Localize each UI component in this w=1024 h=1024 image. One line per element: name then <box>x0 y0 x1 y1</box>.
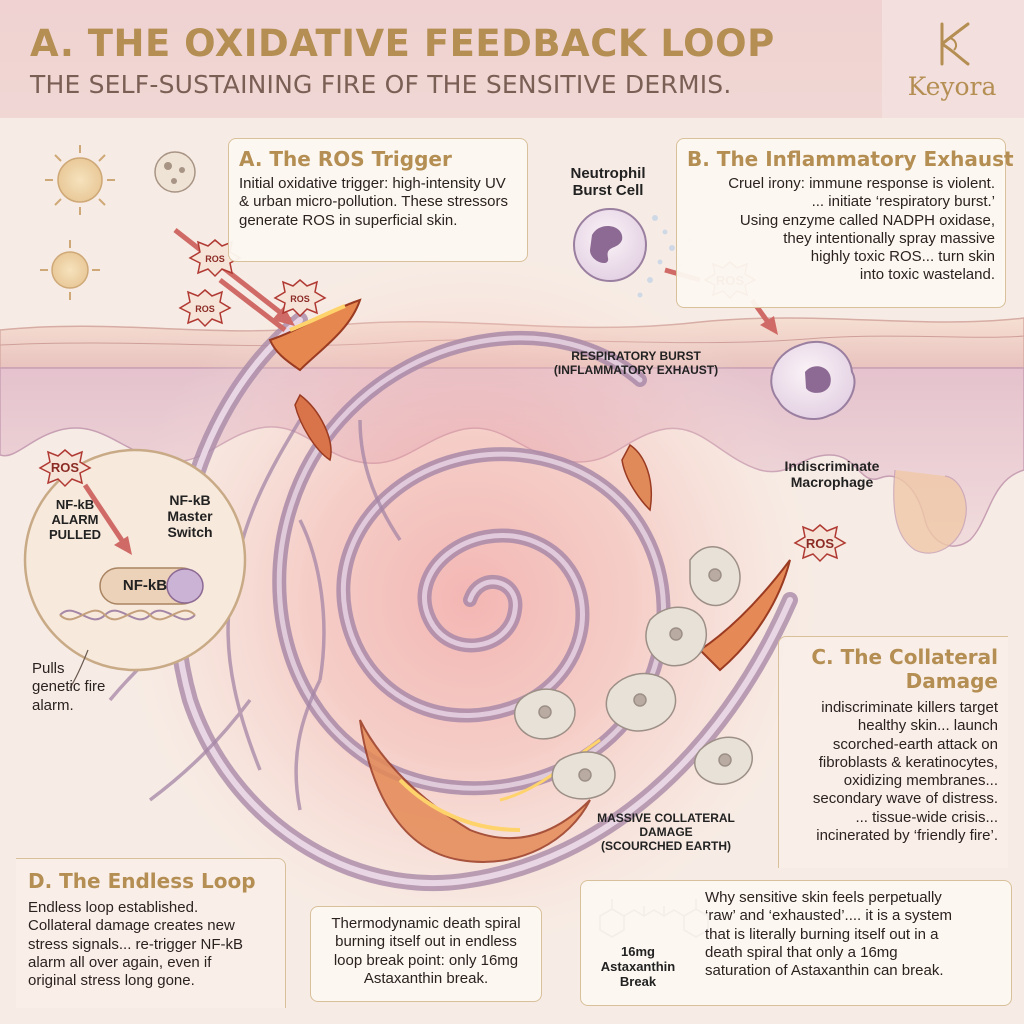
dna-icon <box>59 609 196 621</box>
page-title: A. THE OXIDATIVE FEEDBACK LOOP <box>30 22 775 65</box>
macrophage-cell-icon <box>770 340 856 420</box>
section-b-box: B. The Inflammatory Exhaust Cruel irony:… <box>676 138 1014 308</box>
k-monogram-icon <box>940 22 970 66</box>
section-a-heading: A. The ROS Trigger <box>239 147 452 171</box>
section-b-body: Cruel irony: immune response is violent.… <box>728 175 995 284</box>
pollution-particle-icon <box>154 151 196 193</box>
header-band <box>0 0 1024 118</box>
fibroblast-cell-icon <box>513 546 753 800</box>
svg-text:ROS: ROS <box>290 294 310 304</box>
section-d-body: Endless loop established.Collateral dama… <box>28 899 244 990</box>
nfkb-inset <box>23 448 247 672</box>
respiratory-burst-label: RESPIRATORY BURST(INFLAMMATORY EXHAUST) <box>553 349 719 377</box>
ros-burst-icon: ROS ROS ROS <box>178 239 327 328</box>
section-d-heading: D. The Endless Loop <box>28 869 256 893</box>
section-a-box: A. The ROS Trigger Initial oxidative tri… <box>228 138 528 262</box>
fire-damage <box>268 298 791 863</box>
brand-name: Keyora <box>907 72 997 101</box>
section-a-body: Initial oxidative trigger: high-intensit… <box>239 175 509 229</box>
astaxanthin-text: Why sensitive skin feels perpetually‘raw… <box>705 889 953 980</box>
ros-trigger-arrows <box>173 228 292 332</box>
svg-text:ROS: ROS <box>195 304 215 314</box>
sun-icon <box>40 145 115 300</box>
astaxanthin-label: 16mg Astaxanthin Break <box>600 944 676 989</box>
brand-logo <box>882 0 1024 118</box>
ros-label: ROS <box>806 536 835 551</box>
page-subtitle: THE SELF-SUSTAINING FIRE OF THE SENSITIV… <box>30 70 732 99</box>
nfkb-protein-label: NF-kB <box>122 577 168 594</box>
section-d-box: D. The Endless Loop Endless loop establi… <box>16 858 286 1008</box>
neutrophil-cell-icon <box>573 208 692 298</box>
svg-text:ROS: ROS <box>205 254 225 264</box>
section-b-heading: B. The Inflammatory Exhaust <box>687 147 1014 171</box>
ros-burst-icon <box>793 524 847 563</box>
astaxanthin-box: 16mg Astaxanthin Break Why sensitive ski… <box>580 880 1012 1006</box>
ros-label: ROS <box>51 460 80 475</box>
